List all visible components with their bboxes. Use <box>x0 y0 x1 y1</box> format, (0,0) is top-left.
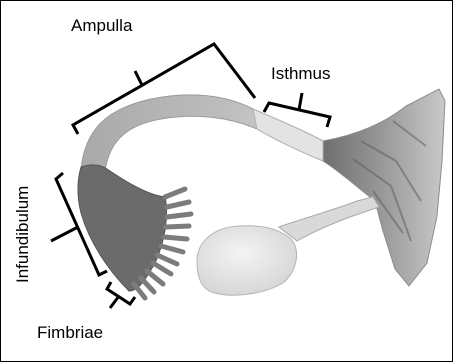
ovarian-ligament <box>279 197 379 241</box>
ovary <box>197 226 297 295</box>
infundibulum <box>78 165 167 291</box>
fimbriae-label: Fimbriae <box>37 324 103 341</box>
ampulla-label: Ampulla <box>71 17 132 34</box>
uterus-horn <box>323 89 445 286</box>
tube-isthmus-segment <box>253 109 323 161</box>
ampulla-bracket <box>73 44 255 134</box>
infundibulum-label: Infundibulum <box>14 186 31 283</box>
isthmus-label: Isthmus <box>271 65 331 82</box>
